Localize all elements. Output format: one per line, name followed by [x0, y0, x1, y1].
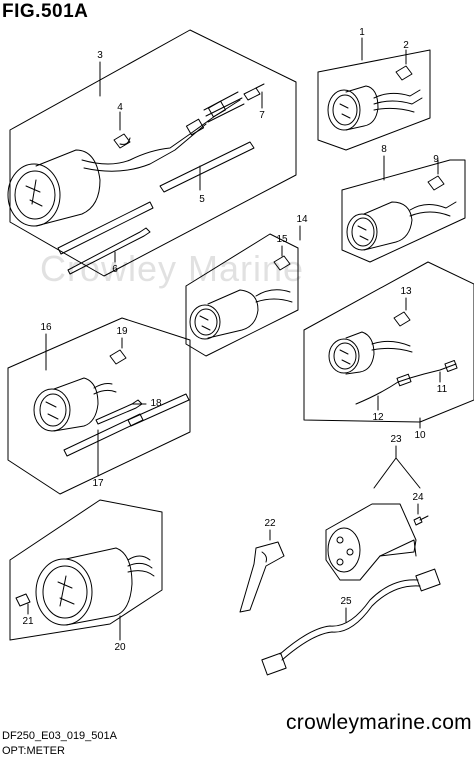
- bulb-13: [393, 311, 411, 327]
- callout-9: 9: [433, 154, 439, 165]
- callout-25: 25: [340, 596, 352, 607]
- callout-2: 2: [403, 40, 409, 51]
- cable-tie-6: [67, 227, 151, 275]
- callout-6: 6: [112, 264, 118, 275]
- gauge-group-1: [327, 85, 379, 131]
- callout-19: 19: [116, 326, 128, 337]
- bulb-4: [113, 133, 131, 149]
- diagram-code: DF250_E03_019_501A: [2, 730, 117, 742]
- gauge-group-14: [189, 289, 259, 340]
- group-14-frame: [185, 233, 299, 357]
- callout-23: 23: [390, 434, 402, 445]
- callout-3: 3: [97, 50, 103, 61]
- figure-title: FIG.501A: [2, 1, 89, 22]
- callout-16: 16: [40, 322, 52, 333]
- bulb-19: [109, 349, 127, 365]
- group-16-frame: [7, 317, 191, 495]
- gauge-group-10: [328, 331, 375, 375]
- brand-url: crowleymarine.com: [286, 711, 472, 734]
- tube-17a: [127, 393, 190, 427]
- callout-4: 4: [117, 102, 123, 113]
- sender-22: [239, 541, 285, 613]
- callout-5: 5: [199, 194, 205, 205]
- bulb-21: [15, 593, 31, 607]
- bulb-9: [427, 175, 445, 191]
- callout-15: 15: [276, 234, 288, 245]
- watermark: Crowley Marine: [40, 248, 305, 289]
- callout-12: 12: [372, 412, 384, 423]
- tube-5: [159, 141, 255, 193]
- callout-11: 11: [436, 384, 448, 395]
- gauge-group-16: [33, 377, 99, 432]
- tube-6: [57, 201, 154, 255]
- gauge-group-20: [35, 547, 133, 626]
- callout-24: 24: [412, 492, 424, 503]
- group-10-frame: [303, 261, 474, 423]
- housing-23: [325, 503, 417, 581]
- callout-14: 14: [296, 214, 308, 225]
- harness-25: [279, 579, 419, 655]
- diagram-subtitle: OPT:METER: [2, 745, 65, 757]
- terminal-7: [243, 83, 265, 101]
- bulb-15: [273, 255, 291, 271]
- group-1-frame: [317, 49, 431, 151]
- harness-12: [355, 363, 457, 405]
- callout-22: 22: [264, 518, 276, 529]
- callout-1: 1: [359, 27, 365, 38]
- group-20-frame: [9, 499, 163, 641]
- gauge-group-3: [7, 149, 101, 227]
- callout-17: 17: [92, 478, 104, 489]
- screw-24: [413, 515, 429, 526]
- gauge-group-8: [346, 201, 413, 251]
- callout-13: 13: [400, 286, 412, 297]
- callout-20: 20: [114, 642, 126, 653]
- callout-10: 10: [414, 430, 426, 441]
- group-8-frame: [341, 159, 466, 263]
- callout-18: 18: [150, 398, 162, 409]
- bulb-2: [395, 65, 413, 81]
- callout-8: 8: [381, 144, 387, 155]
- tube-17b: [63, 413, 144, 457]
- callout-7: 7: [259, 110, 265, 121]
- callout-21: 21: [22, 616, 34, 627]
- group-3-frame: [9, 29, 297, 277]
